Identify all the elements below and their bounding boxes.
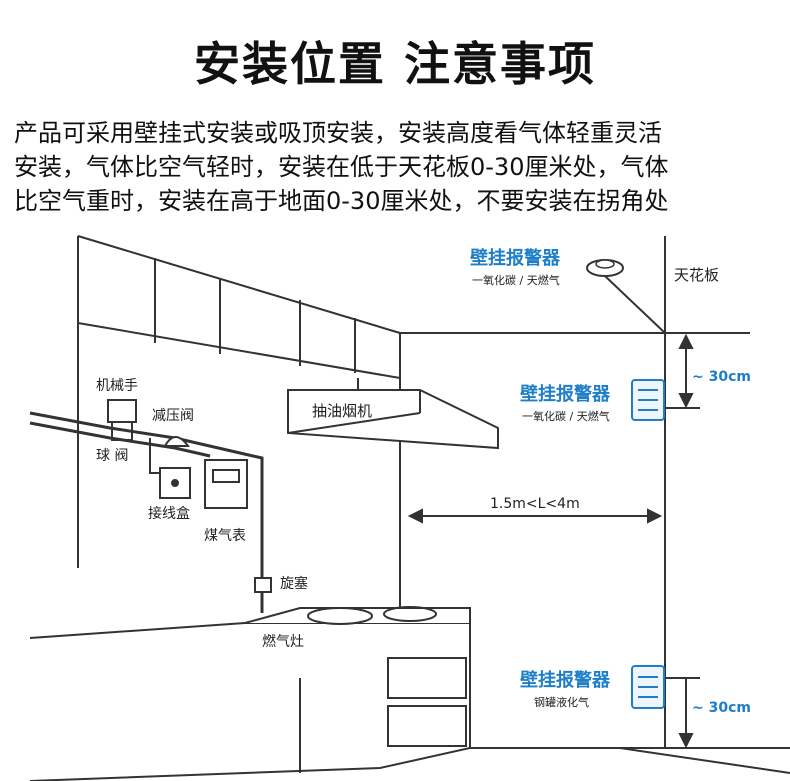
ceiling-detector-icon bbox=[586, 259, 624, 277]
lower-alarm-title: 壁挂报警器 bbox=[520, 669, 611, 691]
pressure-valve-shape bbox=[163, 436, 190, 447]
range-label: 1.5m<L<4m bbox=[490, 496, 580, 512]
ball-valve-label: 球 阀 bbox=[96, 448, 128, 464]
page-title: 安装位置 注意事项 bbox=[193, 37, 596, 91]
ceiling-leader bbox=[604, 275, 666, 334]
plug-valve-label: 旋塞 bbox=[280, 575, 308, 592]
lower-arrow-bottom bbox=[678, 733, 694, 749]
floor-line-2 bbox=[619, 747, 790, 774]
lower-alarm-subtitle: 钢罐液化气 bbox=[534, 695, 589, 709]
drawer-upper bbox=[387, 657, 467, 699]
description-line-2: 安装，气体比空气轻时，安装在低于天花板0-30厘米处，气体 bbox=[14, 153, 669, 181]
gas-stove-label: 燃气灶 bbox=[262, 633, 304, 650]
upper-arrow-bottom bbox=[678, 393, 694, 409]
counter bbox=[29, 622, 471, 781]
junction-box-dot bbox=[171, 479, 179, 487]
description-line-1: 产品可采用壁挂式安装或吸顶安装，安装高度看气体轻重灵活 bbox=[14, 119, 662, 147]
description-line-3: 比空气重时，安装在高于地面0-30厘米处，不要安装在拐角处 bbox=[14, 187, 669, 215]
lower-wall-alarm-icon bbox=[631, 665, 665, 709]
plug-valve-shape bbox=[254, 577, 272, 593]
upper-cabinet-bottom bbox=[77, 236, 401, 379]
ceiling-label: 天花板 bbox=[674, 266, 719, 284]
range-hood-edge bbox=[287, 412, 421, 434]
manipulator-label: 机械手 bbox=[96, 378, 138, 394]
ball-valve-shape bbox=[111, 422, 133, 441]
drawer-lower bbox=[387, 705, 467, 747]
gas-meter-shape bbox=[204, 459, 248, 509]
ceiling-alarm-title: 壁挂报警器 bbox=[470, 247, 561, 269]
junction-box-label: 接线盒 bbox=[148, 505, 190, 522]
upper-alarm-title: 壁挂报警器 bbox=[520, 383, 611, 405]
pressure-valve-label: 减压阀 bbox=[152, 408, 194, 424]
gas-pipe bbox=[29, 411, 264, 588]
gas-meter-label: 煤气表 bbox=[204, 528, 246, 544]
burner-right bbox=[383, 606, 437, 622]
upper-wall-alarm-icon bbox=[631, 379, 665, 421]
countertop bbox=[244, 607, 471, 624]
range-hood-label: 抽油烟机 bbox=[312, 402, 372, 420]
range-arrow-left bbox=[407, 508, 423, 524]
manipulator-shape bbox=[107, 399, 137, 423]
upper-alarm-subtitle: 一氧化碳 / 天燃气 bbox=[522, 409, 610, 423]
kitchen-installation-diagram: 壁挂报警器 一氧化碳 / 天燃气 天花板 壁挂报警器 一氧化碳 / 天燃气 ~ … bbox=[29, 235, 790, 781]
ceiling-diagonal bbox=[77, 235, 401, 334]
burner-left bbox=[307, 607, 373, 625]
gas-meter-window bbox=[212, 469, 240, 483]
ceiling-alarm-subtitle: 一氧化碳 / 天燃气 bbox=[472, 273, 560, 287]
lower-distance-label: ~ 30cm bbox=[692, 700, 751, 716]
range-arrow-right bbox=[647, 508, 663, 524]
upper-arrow-top bbox=[678, 333, 694, 349]
upper-distance-label: ~ 30cm bbox=[692, 369, 751, 385]
range-hood-body bbox=[287, 389, 499, 450]
gas-pipe-lower bbox=[29, 421, 211, 458]
